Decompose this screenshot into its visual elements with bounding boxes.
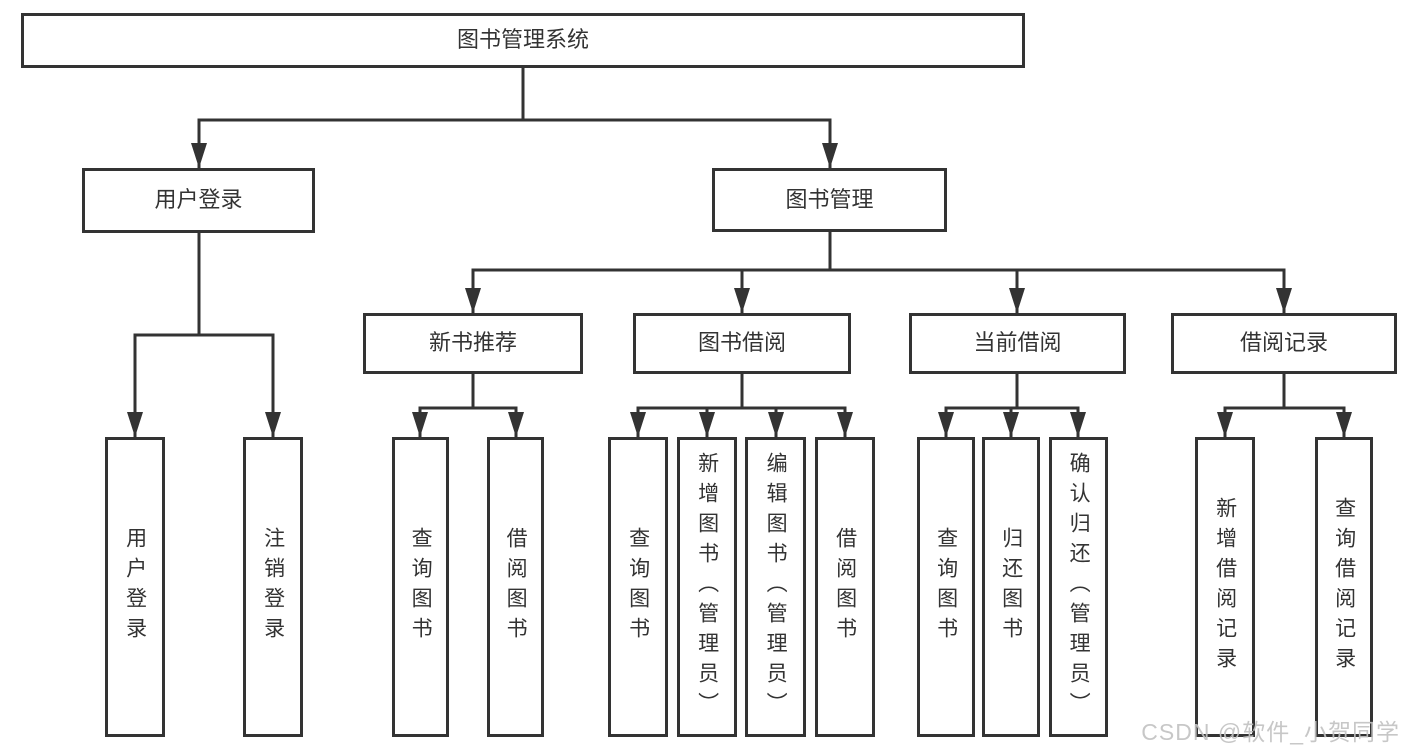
node-user-login: 用户登录 [82, 168, 315, 233]
arrowheads-level3 [465, 288, 1292, 313]
leaf-return-books: 归还图书 [982, 437, 1040, 737]
leaf-borrow-books-borrowing: 借阅图书 [815, 437, 875, 737]
leaf-query-books-borrowing: 查询图书 [608, 437, 668, 737]
connector-current-borrowing-to-leaves [944, 372, 1080, 439]
watermark: CSDN @软件_小贺同学 [1141, 719, 1400, 745]
leaf-query-borrow-record: 查询借阅记录 [1315, 437, 1373, 737]
leaf-user-login: 用户登录 [105, 437, 165, 737]
leaf-confirm-return-admin: 确认归还（管理员） [1049, 437, 1108, 737]
arrowheads-level2 [191, 143, 838, 168]
leaf-add-borrow-record: 新增借阅记录 [1195, 437, 1255, 737]
leaf-edit-book-admin: 编辑图书（管理员） [745, 437, 806, 737]
node-book-management: 图书管理 [712, 168, 947, 232]
connector-root-to-level2 [197, 66, 832, 170]
node-library-management-system: 图书管理系统 [21, 13, 1025, 68]
arrowheads-level4 [127, 412, 1352, 437]
leaf-logout: 注销登录 [243, 437, 303, 737]
leaf-query-books-recommend: 查询图书 [392, 437, 449, 737]
connector-book-management-to-level3 [471, 230, 1286, 315]
connector-user-login-to-leaves [133, 231, 275, 439]
connector-borrowing-records-to-leaves [1223, 372, 1346, 439]
connector-book-borrowing-to-leaves [636, 372, 847, 439]
node-new-book-recommendation: 新书推荐 [363, 313, 583, 374]
leaf-borrow-books-recommend: 借阅图书 [487, 437, 544, 737]
leaf-query-books-current: 查询图书 [917, 437, 975, 737]
leaf-add-book-admin: 新增图书（管理员） [677, 437, 737, 737]
node-current-borrowing: 当前借阅 [909, 313, 1126, 374]
connector-new-book-to-leaves [418, 372, 518, 439]
node-borrowing-records: 借阅记录 [1171, 313, 1397, 374]
node-book-borrowing: 图书借阅 [633, 313, 851, 374]
